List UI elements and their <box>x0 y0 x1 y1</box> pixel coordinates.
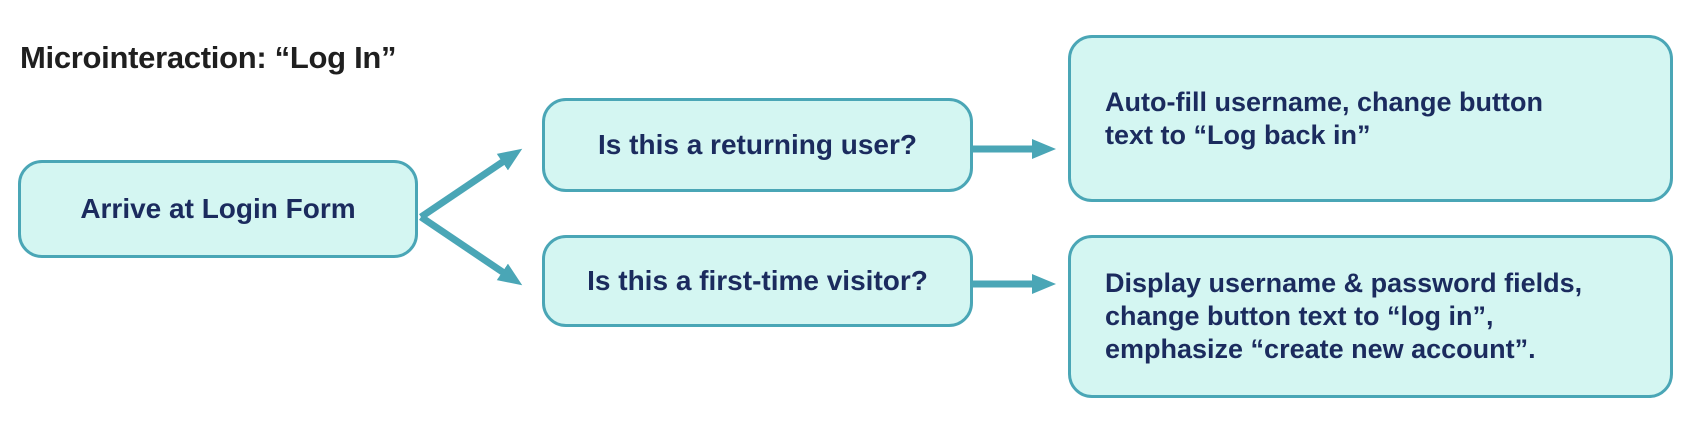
node-returning-user-question[interactable]: Is this a returning user? <box>542 98 973 192</box>
node-returning-user-outcome[interactable]: Auto-fill username, change button text t… <box>1068 35 1673 202</box>
node-first-time-visitor-outcome[interactable]: Display username & password fields, chan… <box>1068 235 1673 398</box>
node-first-time-visitor-question-label: Is this a first-time visitor? <box>587 265 928 296</box>
node-returning-user-outcome-label: Auto-fill username, change button text t… <box>1105 86 1544 150</box>
node-returning-user-question-label: Is this a returning user? <box>598 129 917 160</box>
node-arrive-login-form-label: Arrive at Login Form <box>80 193 356 224</box>
node-first-time-visitor-question[interactable]: Is this a first-time visitor? <box>542 235 973 327</box>
node-arrive-login-form[interactable]: Arrive at Login Form <box>18 160 418 258</box>
page-title: Microinteraction: “Log In” <box>20 40 397 75</box>
node-first-time-visitor-outcome-label: Display username & password fields, chan… <box>1105 268 1583 364</box>
arrow-start-to-returning <box>419 148 523 220</box>
arrow-start-to-first-time <box>419 214 523 286</box>
